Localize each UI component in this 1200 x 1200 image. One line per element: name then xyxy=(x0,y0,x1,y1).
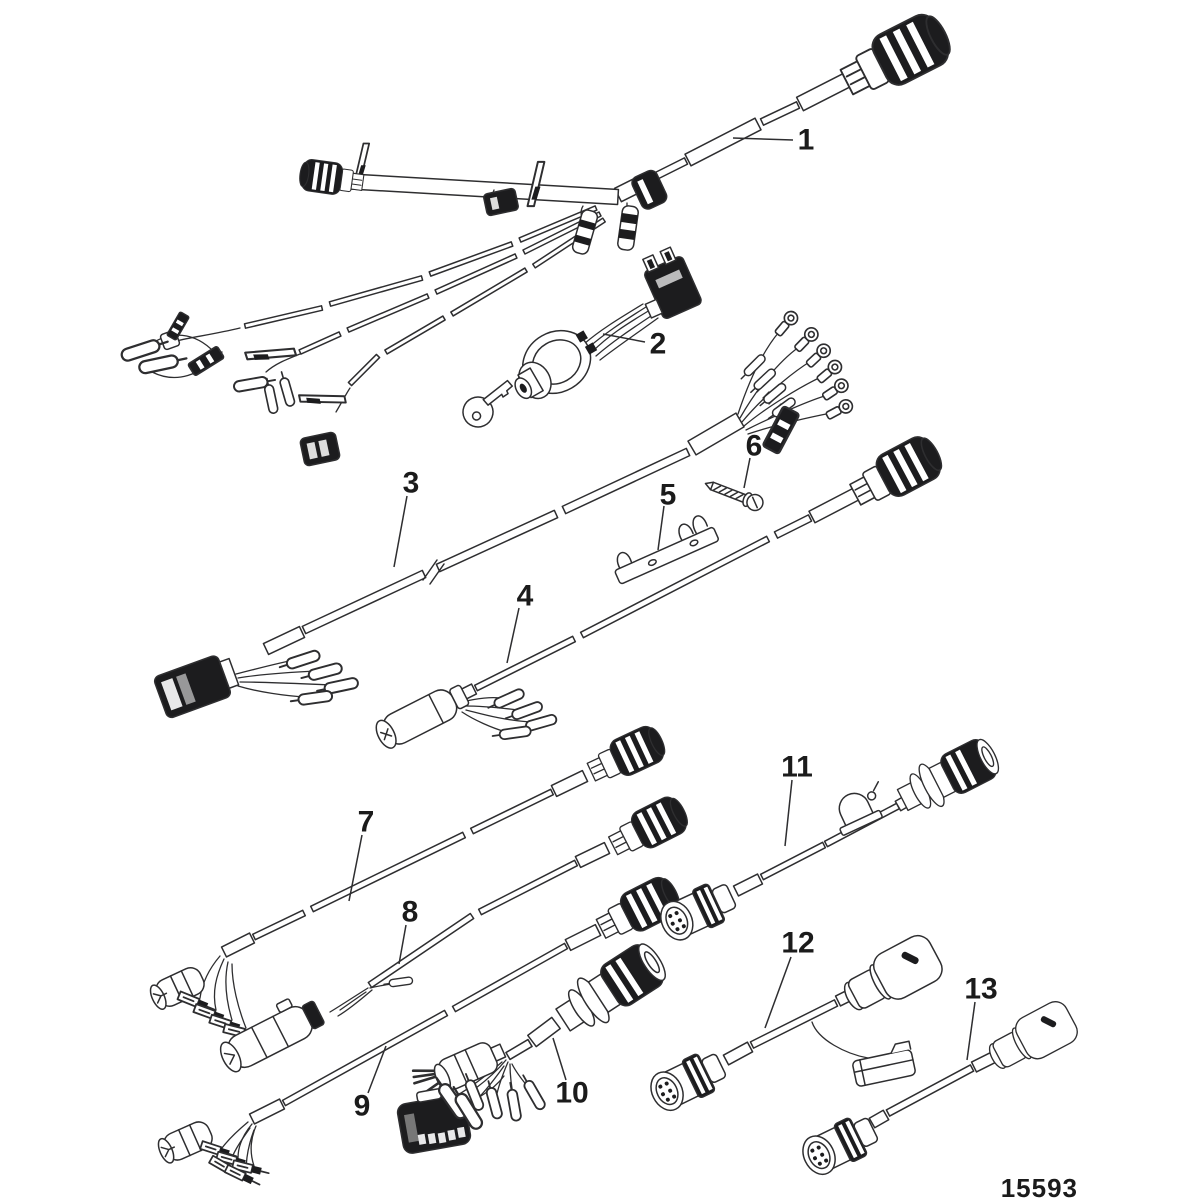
callout-leader-7 xyxy=(348,834,363,902)
part-4-drawing xyxy=(375,430,949,749)
cyl-glyph xyxy=(835,929,948,1023)
bullet-glyph xyxy=(299,661,344,685)
callout-leader-5 xyxy=(657,505,665,551)
bullet-glyph xyxy=(491,725,533,742)
bullet-glyph xyxy=(382,976,414,989)
ribbed-glyph xyxy=(582,721,671,791)
callout-leader-13 xyxy=(966,1001,976,1061)
bullet-glyph xyxy=(289,689,334,708)
multipin-glyph xyxy=(643,1045,731,1118)
part-13-drawing xyxy=(795,996,1083,1182)
callout-leader-2 xyxy=(602,333,646,343)
cyl-glyph xyxy=(981,996,1083,1080)
harness-drawings xyxy=(119,6,1083,1190)
flagW-glyph xyxy=(244,336,298,372)
callout-leader-12 xyxy=(764,956,792,1029)
callout-leader-3 xyxy=(393,495,408,568)
callout-leader-8 xyxy=(398,924,407,965)
part-10-drawing xyxy=(396,935,674,1154)
part-8-drawing xyxy=(219,791,694,1073)
callout-label-7: 7 xyxy=(358,806,375,839)
callout-label-1: 1 xyxy=(798,124,815,157)
bullet-glyph xyxy=(482,1078,504,1121)
callout-label-11: 11 xyxy=(781,751,813,784)
callout-label-6: 6 xyxy=(746,430,763,463)
bullet-glyph xyxy=(276,369,297,408)
bullet-glyph xyxy=(518,1071,548,1112)
callout-label-3: 3 xyxy=(403,467,420,500)
callout-label-8: 8 xyxy=(402,896,419,929)
callout-leader-4 xyxy=(506,607,520,664)
part-1-drawing xyxy=(119,6,959,467)
ribbed-glyph xyxy=(297,157,366,199)
callout-label-10: 10 xyxy=(555,1077,588,1110)
part-3-drawing xyxy=(153,307,856,719)
part-5-drawing xyxy=(614,515,719,585)
flagB-glyph xyxy=(186,345,226,377)
part-2-drawing xyxy=(462,246,702,428)
drawing-number: 15593 xyxy=(1001,1173,1078,1200)
callout-label-2: 2 xyxy=(650,328,667,361)
callout-leader-1 xyxy=(732,137,794,141)
flanged-glyph xyxy=(548,935,674,1043)
callout-leader-10 xyxy=(552,1037,567,1081)
part-6-drawing xyxy=(704,481,764,512)
callout-label-9: 9 xyxy=(354,1090,371,1123)
part-11-drawing xyxy=(653,731,1006,947)
ring-glyph xyxy=(823,396,856,423)
ring-glyph xyxy=(771,307,802,340)
callout-leader-6 xyxy=(743,457,751,489)
flagB-glyph xyxy=(761,404,801,456)
callout-label-5: 5 xyxy=(660,479,677,512)
callout-leader-11 xyxy=(784,779,793,847)
ribbed-glyph xyxy=(833,6,959,108)
ribbed-glyph xyxy=(603,791,694,865)
callout-label-4: 4 xyxy=(517,580,534,613)
callout-label-13: 13 xyxy=(964,973,997,1006)
part-12-drawing xyxy=(643,929,948,1118)
bullet-glyph xyxy=(504,1080,523,1123)
callout-label-12: 12 xyxy=(781,927,814,960)
multipin-glyph xyxy=(795,1109,883,1182)
ribbed-glyph xyxy=(843,430,949,516)
flanged-glyph xyxy=(891,731,1006,822)
part-7-drawing xyxy=(149,721,671,1043)
callout-leader-9 xyxy=(367,1045,387,1094)
part-9-drawing xyxy=(157,871,686,1190)
